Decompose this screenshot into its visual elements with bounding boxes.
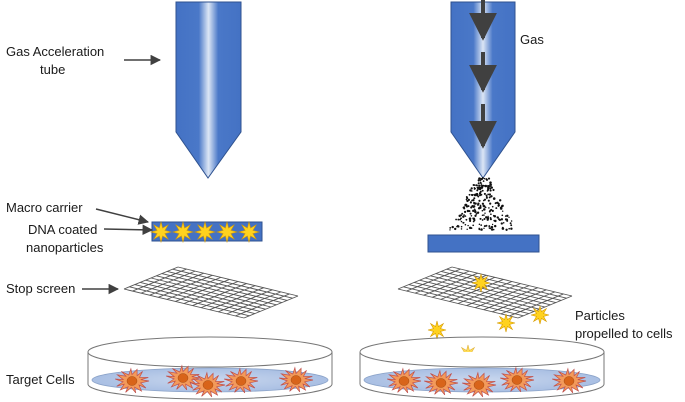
label-nanoparticles: nanoparticles [26,240,104,255]
particle-star-icon [530,305,550,325]
target-cells-left [115,364,314,398]
particle-star-icon [496,313,516,333]
particle-spray [449,177,513,231]
spiky-cell-icon [387,367,422,394]
spiky-cell-icon [552,367,587,394]
label-propelled-to-cells: propelled to cells [575,326,673,341]
arrow-dna-nanoparticles [103,224,154,236]
particle-star-icon [427,320,447,340]
target-cells-right [387,366,587,398]
arrow-macro-carrier [95,208,150,225]
particle-star-icon [237,220,261,244]
spiky-cell-icon [424,369,459,396]
spiky-cell-icon [462,371,497,398]
petri-dish-left [87,336,333,400]
spiky-cell-icon [166,364,201,391]
label-stop-screen: Stop screen [6,281,75,296]
spiky-cell-icon [224,367,259,394]
macro-carrier-right [427,234,540,253]
label-gas-acceleration: Gas Acceleration [6,44,104,59]
stop-screen-left [123,266,299,319]
label-macro-carrier: Macro carrier [6,200,83,215]
particle-star-icon [171,220,195,244]
spiky-cell-icon [279,366,314,393]
label-gas: Gas [520,32,544,47]
gas-acceleration-tube-left [175,1,242,179]
spiky-cell-icon [115,367,150,394]
particle-star-icon [149,220,173,244]
label-target-cells: Target Cells [6,372,75,387]
stop-screen-right [397,266,573,319]
spiky-cell-icon [500,366,535,393]
dna-nanoparticles-group [149,220,261,244]
particle-star-icon [193,220,217,244]
label-dna-coated: DNA coated [28,222,97,237]
particle-star-icon [471,273,491,293]
label-gas-acceleration-tube: tube [40,62,65,77]
label-particles: Particles [575,308,625,323]
spiky-cell-icon [191,371,226,398]
particle-star-icon [215,220,239,244]
